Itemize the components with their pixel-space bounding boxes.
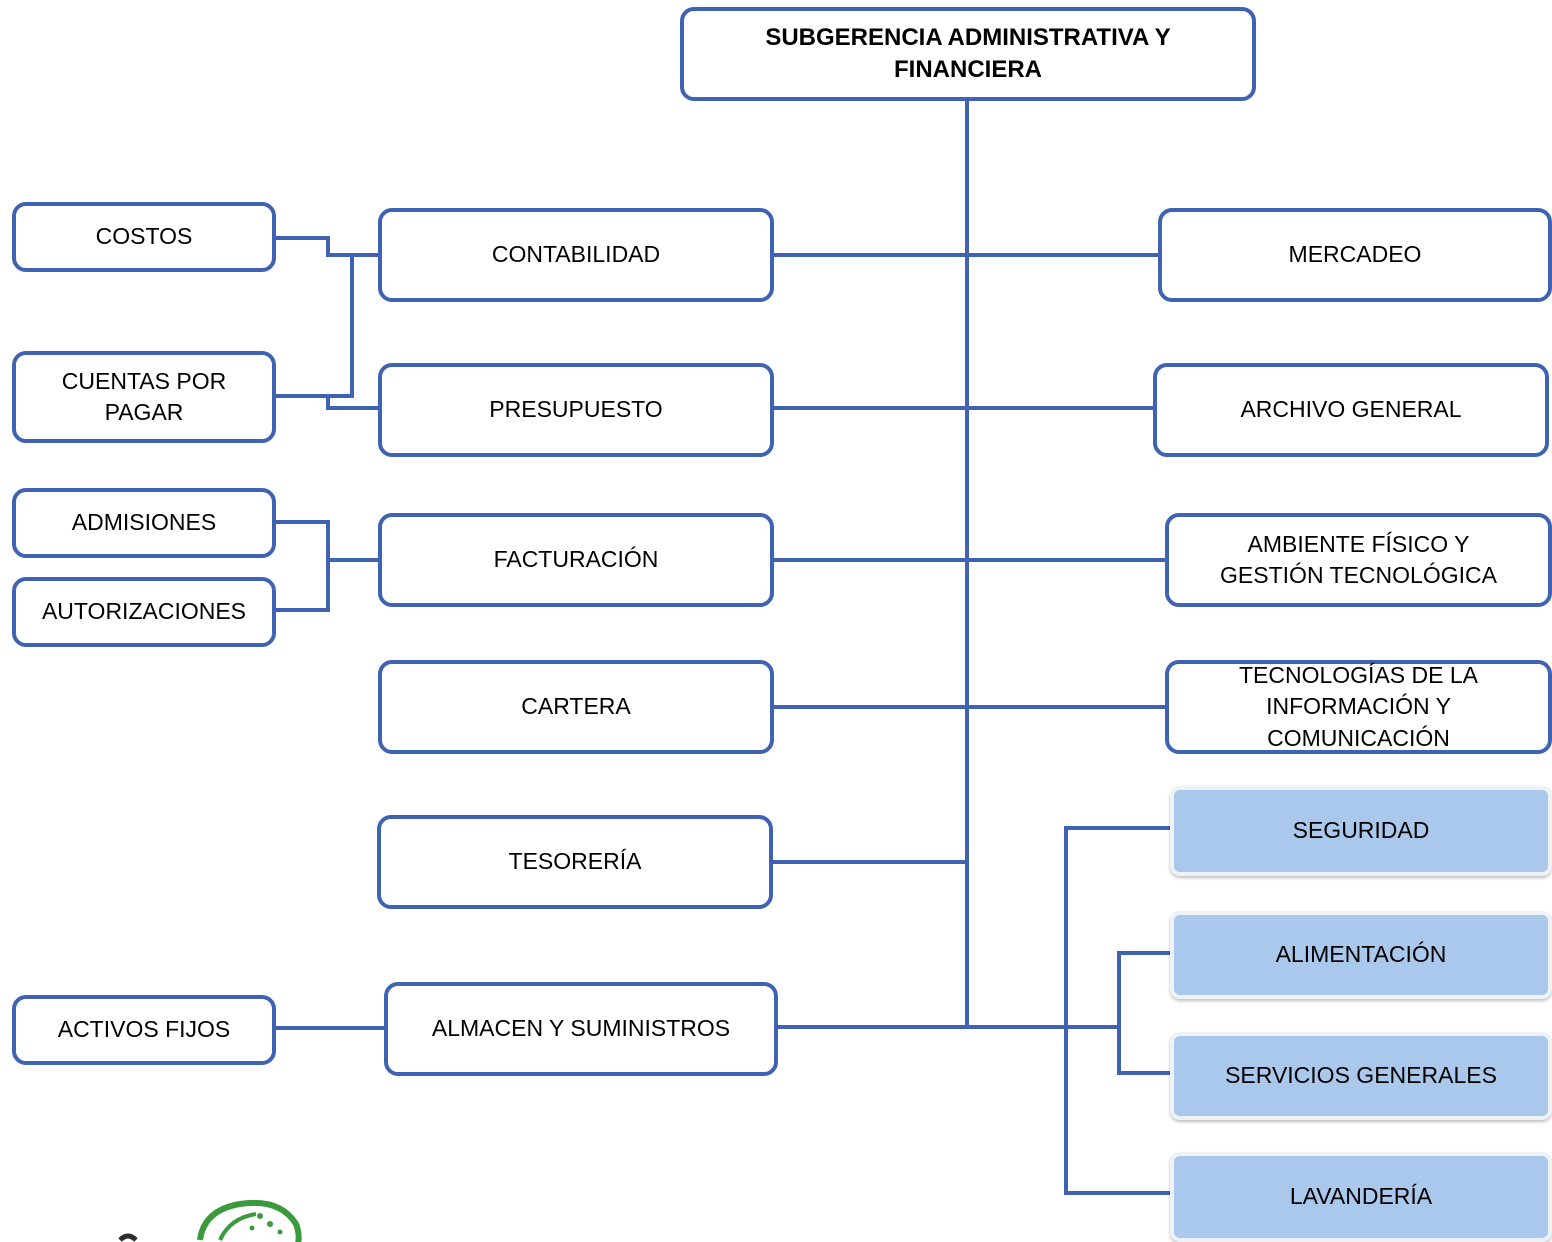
node-label: AMBIENTE FÍSICO Y GESTIÓN TECNOLÓGICA xyxy=(1220,530,1497,588)
node-archivo-general[interactable]: ARCHIVO GENERAL xyxy=(1153,363,1549,457)
node-alimentacion[interactable]: ALIMENTACIÓN xyxy=(1170,911,1552,999)
node-lavanderia[interactable]: LAVANDERÍA xyxy=(1170,1152,1552,1242)
bracket-alimentacion-servicios xyxy=(1117,951,1172,1075)
node-label: TESORERÍA xyxy=(508,848,642,875)
node-label: COSTOS xyxy=(95,223,193,250)
node-activos-fijos[interactable]: ACTIVOS FIJOS xyxy=(12,995,276,1065)
node-tesoreria[interactable]: TESORERÍA xyxy=(377,815,773,909)
node-label: ARCHIVO GENERAL xyxy=(1240,396,1462,423)
node-seguridad[interactable]: SEGURIDAD xyxy=(1170,786,1552,876)
leaf-swirl-logo xyxy=(110,1196,310,1242)
node-autorizaciones[interactable]: AUTORIZACIONES xyxy=(12,577,276,647)
node-subgerencia[interactable]: SUBGERENCIA ADMINISTRATIVA Y FINANCIERA xyxy=(680,7,1256,101)
node-cartera[interactable]: CARTERA xyxy=(378,660,774,754)
node-mercadeo[interactable]: MERCADEO xyxy=(1158,208,1552,302)
link-costos xyxy=(274,236,380,257)
node-presupuesto[interactable]: PRESUPUESTO xyxy=(378,363,774,457)
node-label: SUBGERENCIA ADMINISTRATIVA Y FINANCIERA xyxy=(765,23,1171,83)
node-almacen-suministros[interactable]: ALMACEN Y SUMINISTROS xyxy=(384,982,778,1076)
node-contabilidad[interactable]: CONTABILIDAD xyxy=(378,208,774,302)
node-label: ACTIVOS FIJOS xyxy=(57,1016,231,1043)
node-label: PRESUPUESTO xyxy=(489,396,663,423)
node-cuentas-por-pagar[interactable]: CUENTAS POR PAGAR xyxy=(12,351,276,443)
node-label: SEGURIDAD xyxy=(1292,817,1430,844)
node-label: ALMACEN Y SUMINISTROS xyxy=(431,1015,731,1042)
link-admisiones xyxy=(274,520,330,612)
node-label: TECNOLOGÍAS DE LA INFORMACIÓN Y COMUNICA… xyxy=(1238,662,1478,751)
node-label: CONTABILIDAD xyxy=(491,241,661,268)
node-tic[interactable]: TECNOLOGÍAS DE LA INFORMACIÓN Y COMUNICA… xyxy=(1165,660,1552,754)
link-cuentas xyxy=(274,255,354,398)
node-label: SERVICIOS GENERALES xyxy=(1225,1062,1497,1089)
node-ambiente-fisico[interactable]: AMBIENTE FÍSICO Y GESTIÓN TECNOLÓGICA xyxy=(1165,513,1552,607)
node-admisiones[interactable]: ADMISIONES xyxy=(12,488,276,558)
bracket-seguridad-lavanderia xyxy=(1064,826,1172,1195)
node-servicios-generales[interactable]: SERVICIOS GENERALES xyxy=(1170,1032,1552,1120)
node-label: MERCADEO xyxy=(1288,241,1422,268)
node-label: CUENTAS POR PAGAR xyxy=(61,367,227,425)
link-presupuesto-sub xyxy=(326,396,380,410)
node-label: CARTERA xyxy=(521,693,631,720)
node-label: LAVANDERÍA xyxy=(1289,1183,1433,1210)
node-costos[interactable]: COSTOS xyxy=(12,202,276,272)
node-label: ALIMENTACIÓN xyxy=(1275,941,1447,968)
node-label: ADMISIONES xyxy=(71,509,217,536)
node-facturacion[interactable]: FACTURACIÓN xyxy=(378,513,774,607)
node-label: AUTORIZACIONES xyxy=(41,598,247,625)
node-label: FACTURACIÓN xyxy=(493,546,659,573)
